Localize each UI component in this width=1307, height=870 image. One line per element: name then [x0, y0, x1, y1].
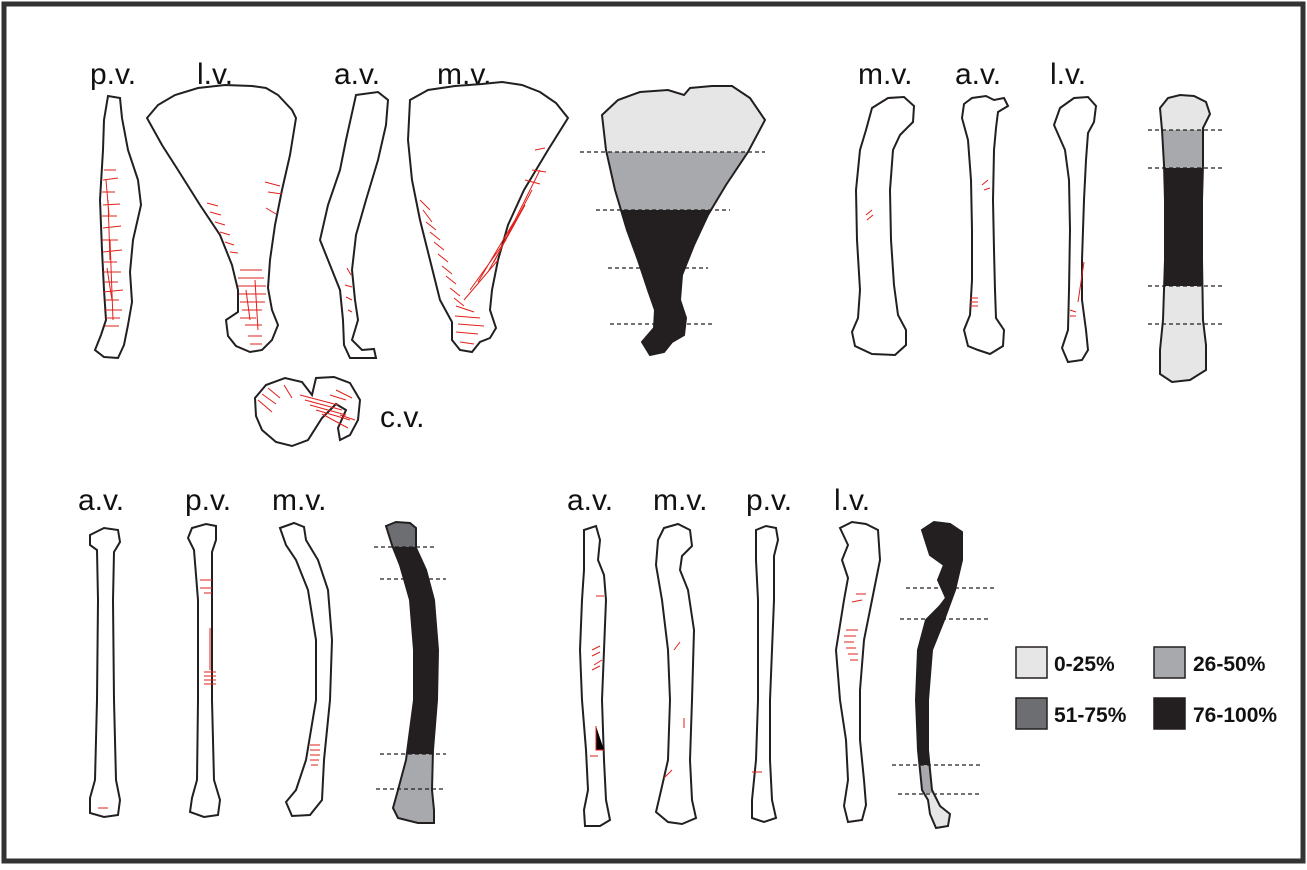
view-label: a.v. — [78, 484, 124, 517]
view-label: p.v. — [746, 484, 792, 517]
legend-swatch — [1154, 698, 1185, 729]
legend-label: 76-100% — [1193, 704, 1277, 727]
legend-label: 0-25% — [1054, 653, 1115, 676]
view-label: l.v. — [1050, 58, 1086, 91]
view-label: p.v. — [90, 58, 136, 91]
view-label: m.v. — [653, 484, 707, 517]
legend-swatch — [1016, 647, 1047, 678]
view-label: a.v. — [955, 58, 1001, 91]
view-label: m.v. — [858, 58, 912, 91]
legend-swatch — [1016, 698, 1047, 729]
legend-label: 26-50% — [1193, 653, 1266, 676]
view-label: p.v. — [185, 484, 231, 517]
view-label: a.v. — [334, 58, 380, 91]
legend-swatch — [1154, 647, 1185, 678]
view-label: a.v. — [567, 484, 613, 517]
legend-label: 51-75% — [1054, 704, 1127, 727]
view-label: c.v. — [380, 401, 424, 434]
view-label: l.v. — [834, 484, 870, 517]
view-label: m.v. — [272, 484, 326, 517]
